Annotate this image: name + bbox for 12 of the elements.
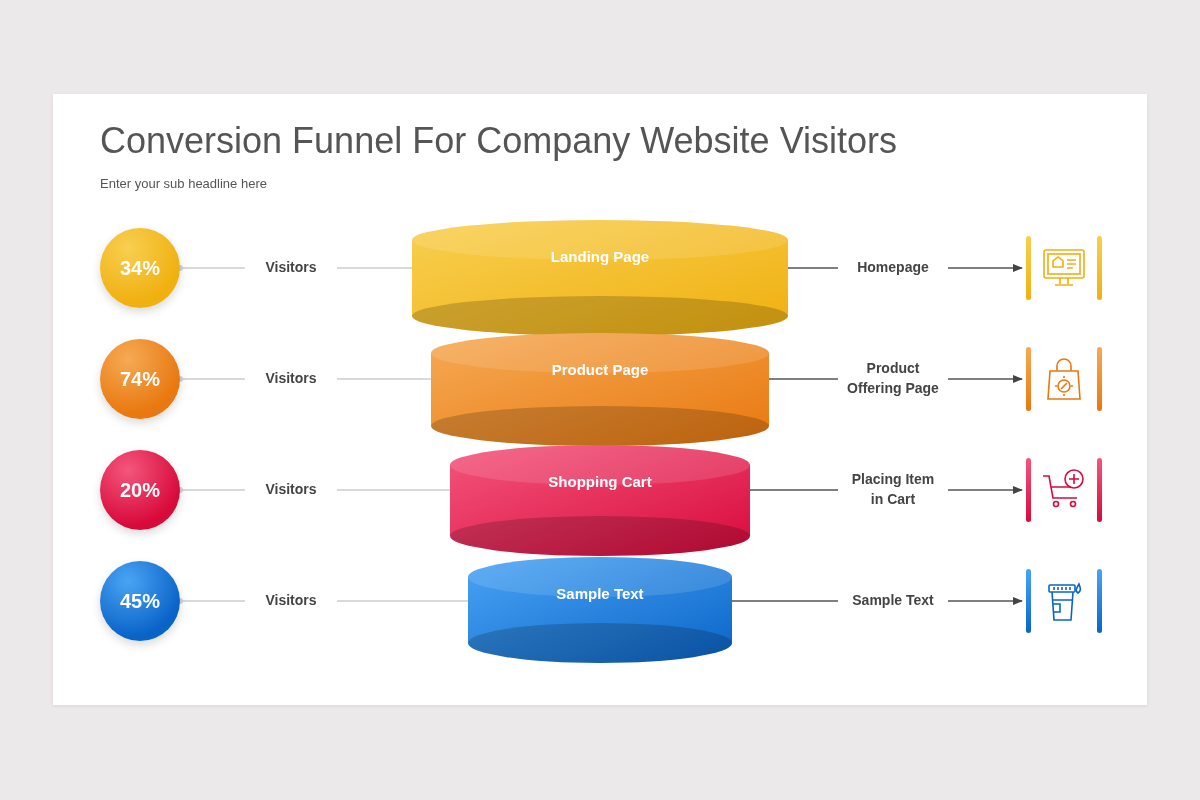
cylinder-shape (450, 445, 750, 556)
stage-label: Product Page (551, 361, 649, 378)
subtitle: Enter your sub headline here (100, 176, 267, 191)
stage-label: Sample Text (556, 585, 644, 602)
cylinder-shape (468, 557, 732, 663)
title: Conversion Funnel For Company Website Visitors (100, 120, 897, 162)
cylinder-shape (412, 220, 788, 336)
edge-label: Sample Text (838, 591, 948, 611)
stage-label: Landing Page (550, 248, 650, 265)
cylinder-shape (431, 333, 769, 446)
stage-label: Shopping Cart (548, 473, 652, 490)
edge-label: Product Offering Page (838, 359, 948, 399)
